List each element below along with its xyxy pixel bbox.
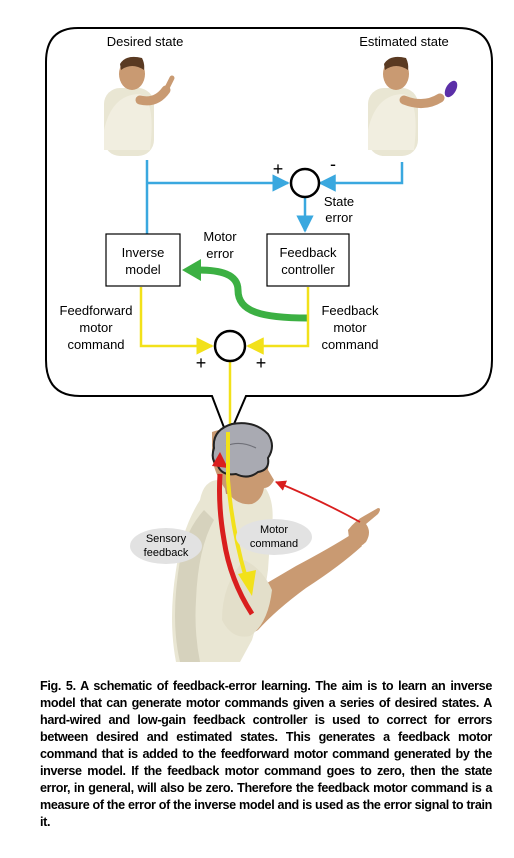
motor-command-label-line2: command [250, 538, 298, 550]
brain-shape [211, 422, 273, 478]
summing-junction-top [289, 167, 321, 199]
sensory-feedback-label-line2: feedback [144, 547, 189, 559]
motor-command-path [226, 432, 256, 596]
speech-bubble [45, 27, 493, 441]
feedforward-label-line2: motor [79, 320, 113, 335]
feedforward-label-line3: command [67, 337, 124, 352]
inverse-model-label-line1: Inverse [122, 245, 165, 260]
feedforward-label-line1: Feedforward [60, 303, 133, 318]
diagram: Desired state Estimated state + - State … [45, 27, 493, 662]
sensory-feedback-label-line1: Sensory [146, 533, 187, 545]
sensory-feedback-bubble [130, 528, 202, 564]
plus-sign-right: + [256, 353, 267, 373]
feedback-controller-label-line1: Feedback [279, 245, 337, 260]
plus-sign-left: + [196, 353, 207, 373]
red-signal-paths [212, 452, 361, 616]
motor-error-label-line1: Motor [203, 229, 237, 244]
plus-sign-top: + [273, 159, 284, 179]
state-error-label-line1: State [324, 194, 354, 209]
feedback-cmd-label-line1: Feedback [321, 303, 379, 318]
summing-junction-bottom [213, 329, 247, 363]
figure-caption: Fig. 5. A schematic of feedback-error le… [40, 679, 492, 829]
inverse-model-label-line2: model [125, 262, 161, 277]
motor-command-bubble [236, 519, 312, 555]
estimated-state-label: Estimated state [359, 34, 449, 49]
minus-sign-top: - [330, 154, 336, 174]
motor-error-label-line2: error [206, 246, 234, 261]
inverse-model-box [105, 233, 181, 287]
feedback-controller-label-line2: controller [281, 262, 335, 277]
motor-error-arrow [182, 259, 309, 322]
estimated-state-figure [368, 56, 458, 156]
blue-signal-lines [145, 160, 404, 234]
motor-command-label-line1: Motor [260, 524, 288, 536]
feedback-controller-box [266, 233, 350, 287]
feedback-cmd-label-line2: motor [333, 320, 367, 335]
desired-state-label: Desired state [107, 34, 184, 49]
desired-state-figure [104, 56, 175, 156]
state-error-label-line2: error [325, 210, 353, 225]
feedback-cmd-label-line3: command [321, 337, 378, 352]
yellow-signal-lines [139, 287, 310, 432]
